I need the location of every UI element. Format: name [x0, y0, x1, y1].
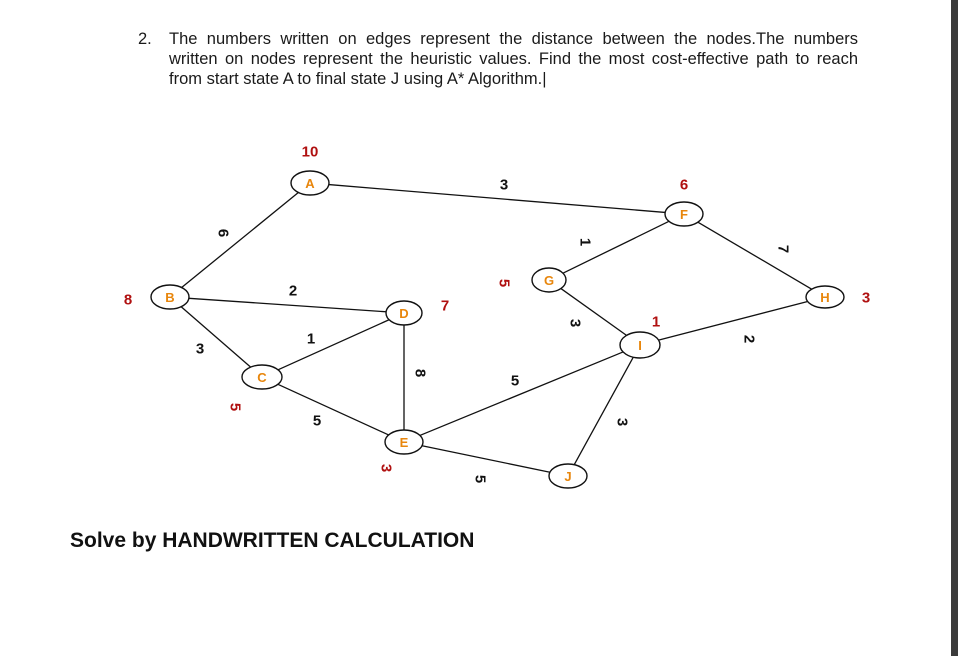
node-d-label: D [399, 306, 408, 321]
edge-weight-a-b: 6 [215, 229, 232, 237]
node-a-heuristic: 10 [302, 144, 319, 161]
node-b: B8 [124, 284, 190, 310]
node-i-label: I [638, 338, 642, 353]
node-e: E3 [378, 429, 424, 472]
edge-b-d [188, 297, 387, 313]
node-j: J [548, 463, 588, 489]
node-c-label: C [257, 370, 267, 385]
instruction-text: Solve by HANDWRITTEN CALCULATION [70, 529, 475, 552]
edges: 3 6 2 3 1 5 8 5 5 1 7 3 2 3 [180, 177, 813, 483]
edge-a-f [328, 183, 666, 214]
question-body: The numbers written on edges represent t… [169, 30, 858, 88]
node-j-label: J [564, 469, 571, 484]
node-b-heuristic: 8 [124, 292, 132, 309]
edge-weight-c-d: 1 [307, 331, 315, 348]
edge-weight-g-i: 3 [567, 319, 584, 327]
node-g-heuristic: 5 [496, 279, 513, 287]
edge-weight-b-d: 2 [289, 283, 297, 300]
node-j-circle [548, 463, 588, 489]
node-f: F6 [664, 177, 704, 227]
edge-e-i [419, 351, 624, 437]
edge-i-j [573, 356, 634, 465]
node-a-label: A [305, 176, 315, 191]
node-h-heuristic: 3 [862, 290, 870, 307]
node-d-heuristic: 7 [441, 298, 449, 315]
edge-weight-i-h: 2 [741, 335, 758, 343]
question-number: 2. [138, 30, 152, 48]
node-f-label: F [680, 207, 688, 222]
node-g-circle [531, 267, 567, 293]
node-g-label: G [544, 273, 554, 288]
edge-weight-i-j: 3 [614, 418, 631, 426]
edge-g-i [560, 288, 627, 336]
node-a-circle [290, 170, 330, 196]
edge-b-c [180, 306, 252, 368]
edge-e-j [421, 445, 551, 473]
edge-f-h [697, 221, 813, 290]
edge-weight-c-e: 5 [313, 413, 321, 430]
node-c: C5 [227, 364, 283, 411]
scrollbar[interactable] [951, 0, 958, 656]
node-b-circle [150, 284, 190, 310]
node-i: I1 [619, 314, 661, 359]
node-h-circle [805, 285, 845, 309]
node-e-circle [384, 429, 424, 455]
edge-c-d [277, 319, 390, 371]
question-text-block: 2. The numbers written on edges represen… [138, 29, 858, 89]
node-c-circle [241, 364, 283, 390]
edge-weight-b-c: 3 [196, 341, 204, 358]
node-d-circle [385, 300, 423, 326]
node-i-heuristic: 1 [652, 314, 660, 331]
node-b-label: B [165, 290, 174, 305]
edge-i-h [658, 300, 808, 341]
edge-weight-f-g: 1 [577, 238, 594, 246]
node-f-heuristic: 6 [680, 177, 688, 194]
node-e-label: E [400, 435, 409, 450]
edge-weight-f-h: 7 [775, 245, 792, 253]
node-e-heuristic: 3 [378, 464, 395, 472]
edge-weight-a-f: 3 [500, 177, 508, 194]
edge-weight-e-i: 5 [511, 373, 519, 390]
edge-c-e [277, 383, 389, 436]
edge-f-g [562, 220, 670, 274]
edge-weight-d-e: 8 [412, 369, 429, 377]
node-a: A 10 [290, 144, 330, 196]
node-c-heuristic: 5 [227, 403, 244, 411]
node-f-circle [664, 201, 704, 227]
node-g: G5 [496, 267, 567, 293]
node-i-circle [619, 331, 661, 359]
edge-weight-e-j: 5 [472, 475, 489, 483]
node-h-label: H [820, 290, 829, 305]
edge-a-b [181, 191, 299, 289]
